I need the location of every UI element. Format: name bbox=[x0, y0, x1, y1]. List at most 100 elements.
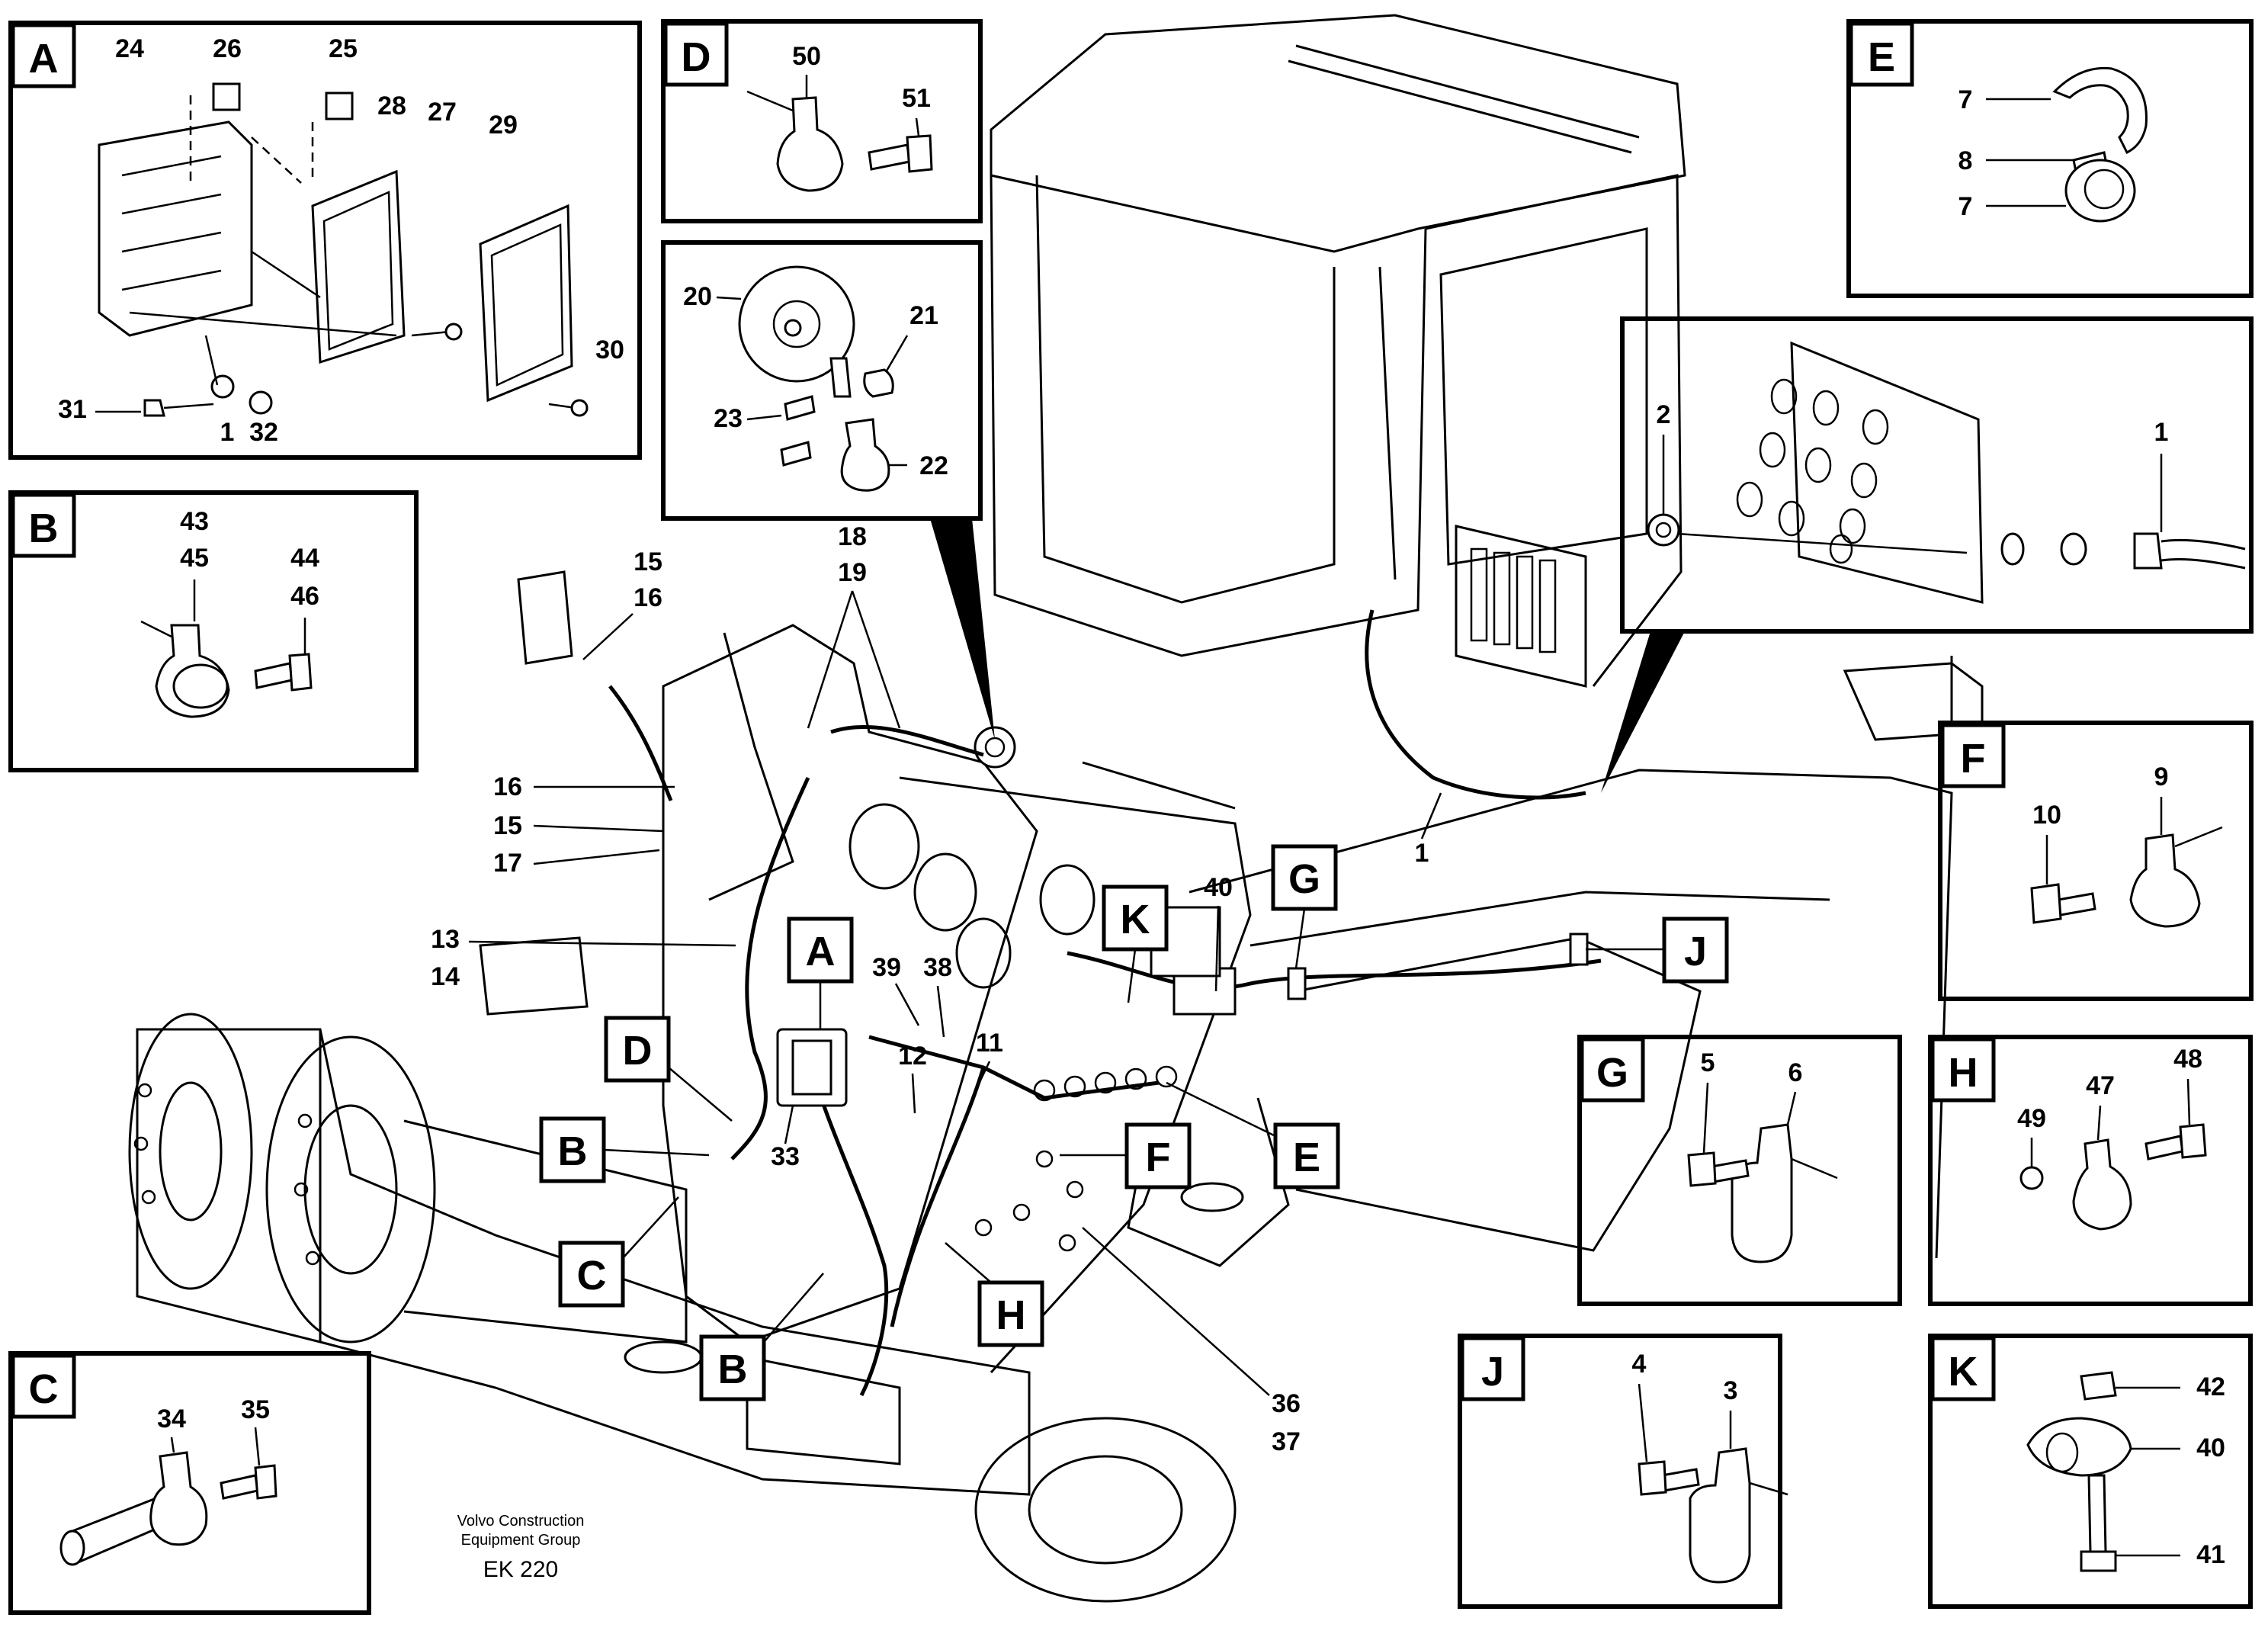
label-39: 39 bbox=[872, 953, 901, 982]
label-15-side: 15 bbox=[493, 811, 522, 840]
callout-tag-g bbox=[1271, 844, 1338, 911]
callout-tag-h bbox=[977, 1280, 1044, 1347]
label-44: 44 bbox=[290, 544, 319, 573]
detail-panel-f: F 10 9 bbox=[1938, 721, 2254, 1001]
panel-g-letter: G bbox=[1596, 1050, 1628, 1096]
label-17: 17 bbox=[493, 849, 522, 878]
label-46: 46 bbox=[290, 582, 319, 611]
callout-g-letter: G bbox=[1288, 856, 1320, 902]
label-19: 19 bbox=[838, 558, 867, 587]
label-33: 33 bbox=[771, 1142, 800, 1171]
callout-j-letter: J bbox=[1684, 929, 1707, 974]
callout-b-lower-letter: B bbox=[718, 1347, 748, 1392]
label-8: 8 bbox=[1958, 146, 1973, 175]
label-37: 37 bbox=[1272, 1427, 1301, 1456]
callout-b-upper-letter: B bbox=[558, 1128, 588, 1174]
callout-c-letter: C bbox=[577, 1253, 607, 1299]
label-12: 12 bbox=[898, 1042, 927, 1071]
panel-f-letter: F bbox=[1961, 736, 1986, 782]
detail-panel-b: B 43 45 44 46 bbox=[8, 490, 419, 772]
callout-tag-j bbox=[1662, 917, 1729, 984]
label-7-top: 7 bbox=[1958, 85, 1973, 114]
label-14: 14 bbox=[431, 962, 460, 991]
machine-illustration bbox=[128, 14, 1984, 1603]
label-21: 21 bbox=[909, 301, 938, 330]
label-34: 34 bbox=[157, 1404, 186, 1433]
label-31: 31 bbox=[58, 395, 87, 424]
callout-tag-b-upper bbox=[539, 1116, 606, 1183]
label-5: 5 bbox=[1701, 1048, 1715, 1077]
callout-e-letter: E bbox=[1293, 1135, 1320, 1180]
panel-j-letter: J bbox=[1481, 1349, 1504, 1395]
label-25: 25 bbox=[329, 34, 358, 63]
detail-panel-d: D 50 51 bbox=[661, 19, 983, 223]
label-45: 45 bbox=[180, 544, 209, 573]
label-9: 9 bbox=[2154, 762, 2169, 791]
label-35: 35 bbox=[241, 1395, 270, 1424]
label-38: 38 bbox=[923, 953, 952, 982]
credit-line-2: Equipment Group bbox=[461, 1532, 581, 1549]
label-15-top: 15 bbox=[634, 547, 662, 576]
detail-panel-e: E 7 8 7 bbox=[1846, 19, 2254, 298]
callout-f-letter: F bbox=[1146, 1135, 1171, 1180]
label-23: 23 bbox=[714, 404, 743, 433]
callout-tag-d bbox=[604, 1016, 671, 1083]
label-2-bulkhead: 2 bbox=[1657, 400, 1671, 429]
callout-k-letter: K bbox=[1121, 897, 1150, 942]
label-50: 50 bbox=[792, 42, 821, 71]
label-27: 27 bbox=[428, 98, 457, 127]
detail-panel-h: H 49 47 48 bbox=[1928, 1035, 2253, 1306]
detail-panel-g: G 5 6 bbox=[1577, 1035, 1902, 1306]
label-49: 49 bbox=[2017, 1104, 2046, 1133]
label-26: 26 bbox=[213, 34, 242, 63]
panel-h-letter: H bbox=[1949, 1050, 1978, 1096]
label-18: 18 bbox=[838, 522, 867, 551]
label-20: 20 bbox=[683, 282, 712, 311]
detail-panel-j: J 4 3 bbox=[1458, 1334, 1788, 1609]
label-3: 3 bbox=[1724, 1376, 1738, 1405]
detail-panel-horn: 20 21 23 22 bbox=[661, 240, 995, 740]
panel-d-letter: D bbox=[682, 34, 711, 80]
detail-panel-a: A 24 26 25 28 27 29 30 31 1 32 bbox=[8, 21, 642, 460]
label-22: 22 bbox=[919, 451, 948, 480]
callout-tag-e bbox=[1273, 1122, 1340, 1189]
label-48: 48 bbox=[2173, 1045, 2202, 1074]
drawing-code: EK 220 bbox=[483, 1557, 558, 1582]
panel-k-letter: K bbox=[1949, 1349, 1978, 1395]
panel-b-letter: B bbox=[29, 506, 59, 551]
main-part-labels: 15 16 18 19 16 15 17 13 14 40 39 38 12 1… bbox=[431, 522, 1442, 1456]
callout-tags: A D B C B H F E K G bbox=[539, 844, 1729, 1401]
label-10: 10 bbox=[2032, 801, 2061, 830]
label-24: 24 bbox=[115, 34, 144, 63]
panel-c-letter: C bbox=[29, 1366, 59, 1412]
label-6: 6 bbox=[1788, 1058, 1803, 1087]
label-1-main: 1 bbox=[1415, 839, 1429, 868]
label-40-k: 40 bbox=[2196, 1433, 2225, 1462]
label-40-main: 40 bbox=[1204, 873, 1233, 902]
label-30: 30 bbox=[595, 335, 624, 364]
panel-a-letter: A bbox=[29, 36, 59, 82]
callout-tag-a bbox=[787, 917, 854, 984]
label-1-a: 1 bbox=[220, 418, 235, 447]
label-7-bottom: 7 bbox=[1958, 192, 1973, 221]
label-51: 51 bbox=[902, 84, 931, 113]
label-1-bulkhead: 1 bbox=[2154, 418, 2169, 447]
detail-panel-bulkhead: 2 1 bbox=[1601, 316, 2254, 793]
callout-tag-f bbox=[1124, 1122, 1192, 1189]
label-29: 29 bbox=[489, 111, 518, 140]
label-16-side: 16 bbox=[493, 772, 522, 801]
callout-a-letter: A bbox=[806, 929, 836, 974]
label-36: 36 bbox=[1272, 1389, 1301, 1418]
callout-tag-c bbox=[558, 1241, 625, 1308]
label-4: 4 bbox=[1632, 1350, 1647, 1379]
credit-line-1: Volvo Construction bbox=[457, 1513, 585, 1530]
label-28: 28 bbox=[377, 91, 406, 120]
callout-d-letter: D bbox=[623, 1028, 653, 1074]
label-42: 42 bbox=[2196, 1372, 2225, 1401]
label-13: 13 bbox=[431, 925, 460, 954]
callout-h-letter: H bbox=[996, 1292, 1026, 1338]
panel-e-letter: E bbox=[1868, 34, 1895, 80]
label-11: 11 bbox=[976, 1029, 1003, 1058]
